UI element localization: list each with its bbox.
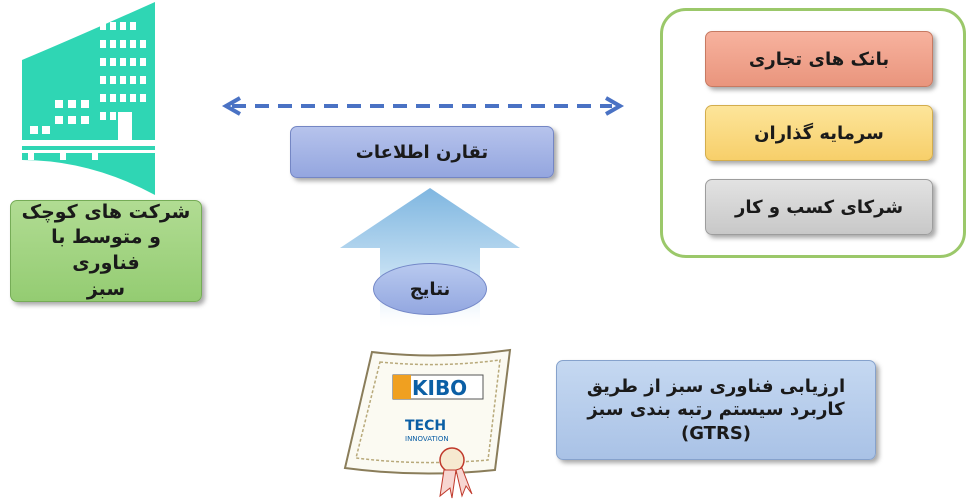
certificate-logo-main: KIBO [412, 376, 467, 400]
sme-line-1: شرکت های کوچک [21, 200, 191, 223]
business-partners-box: شرکای کسب و کار [705, 179, 933, 235]
gtrs-line-2: کاربرد سیستم رتبه بندی سبز [587, 399, 845, 421]
gtrs-line-3: (GTRS) [680, 422, 752, 444]
sme-line-3: سبز [86, 277, 126, 300]
sme-green-tech-box: شرکت های کوچک و متوسط با فناوری سبز [10, 200, 202, 302]
business-partners-label: شرکای کسب و کار [734, 196, 904, 218]
gtrs-assessment-box: ارزیابی فناوری سبز از طریق کاربرد سیستم … [556, 360, 876, 460]
gtrs-line-1: ارزیابی فناوری سبز از طریق [586, 375, 846, 397]
certificate-icon: KIBO TECH INNOVATION [343, 348, 512, 499]
information-symmetry-box: تقارن اطلاعات [290, 126, 554, 178]
results-oval: نتایج [373, 263, 487, 315]
results-label: نتایج [409, 278, 451, 300]
investors-box: سرمایه گذاران [705, 105, 933, 161]
commercial-banks-label: بانک های تجاری [748, 48, 890, 70]
building-icon [20, 2, 155, 195]
certificate-logo-sub2: INNOVATION [405, 435, 449, 443]
investors-label: سرمایه گذاران [754, 122, 884, 144]
information-symmetry-label: تقارن اطلاعات [355, 141, 489, 163]
certificate-logo-sub1: TECH [405, 418, 446, 434]
commercial-banks-box: بانک های تجاری [705, 31, 933, 87]
bidirectional-dashed-arrow [221, 96, 625, 116]
sme-line-2: و متوسط با فناوری [51, 226, 161, 274]
